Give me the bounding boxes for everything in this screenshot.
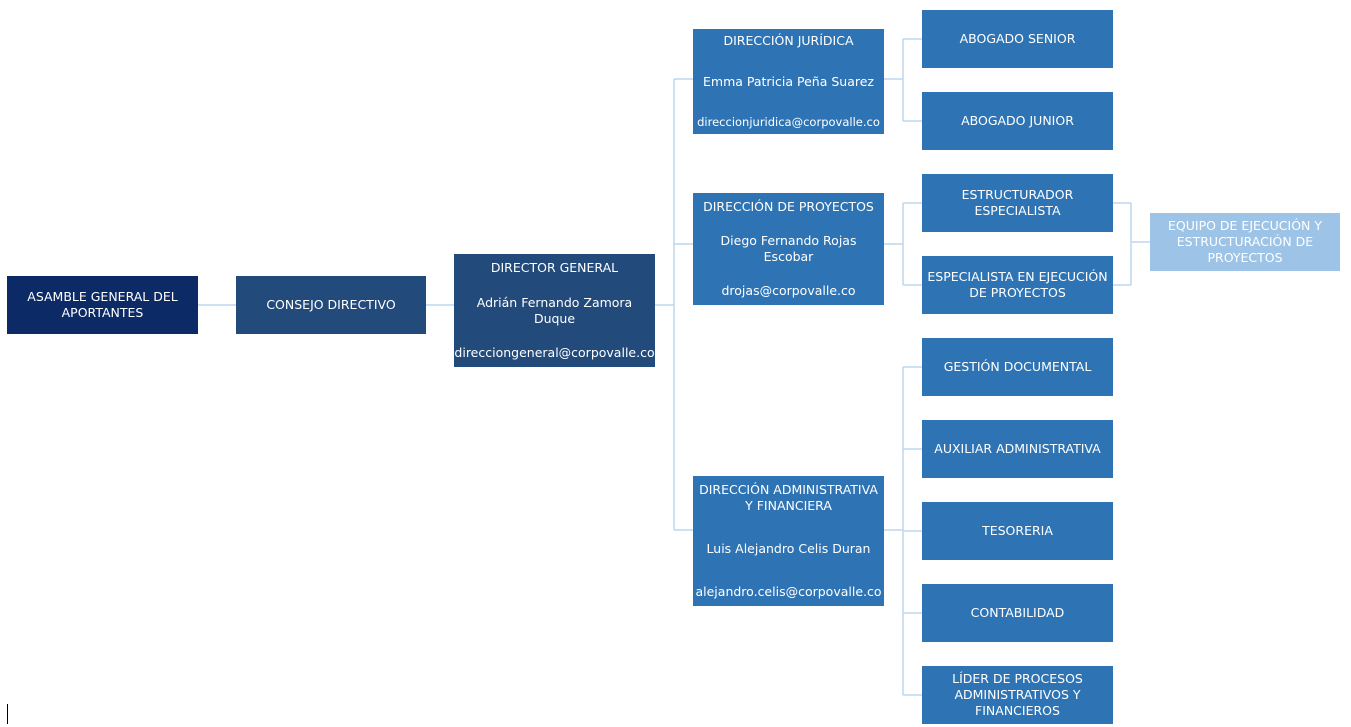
node-abogado-junior-label: ABOGADO JUNIOR bbox=[961, 113, 1074, 128]
node-tesoreria-label: TESORERIA bbox=[982, 523, 1053, 538]
node-estructurador-line2: ESPECIALISTA bbox=[974, 203, 1061, 218]
node-direccion-administrativa-title: DIRECCIÓN ADMINISTRATIVA Y FINANCIERA bbox=[699, 482, 878, 514]
node-auxiliar-administrativa: AUXILIAR ADMINISTRATIVA bbox=[922, 420, 1113, 478]
node-lider-line3: FINANCIEROS bbox=[975, 703, 1060, 718]
node-direccion-proyectos: DIRECCIÓN DE PROYECTOS Diego Fernando Ro… bbox=[693, 193, 884, 305]
node-especialista-ejecucion: ESPECIALISTA EN EJECUCIÓN DE PROYECTOS bbox=[922, 256, 1113, 314]
node-director-general: DIRECTOR GENERAL Adrián Fernando Zamora … bbox=[454, 254, 655, 367]
node-asamblea-line2: APORTANTES bbox=[61, 305, 144, 320]
node-gestion-documental-label: GESTIÓN DOCUMENTAL bbox=[943, 359, 1092, 374]
node-lider-line1: LÍDER DE PROCESOS bbox=[952, 671, 1083, 686]
node-direccion-juridica-email: direccionjuridica@corpovalle.co bbox=[697, 115, 880, 129]
node-asamblea: ASAMBLE GENERAL DEL APORTANTES bbox=[7, 276, 198, 334]
node-equipo-line3: PROYECTOS bbox=[1207, 250, 1283, 265]
node-direccion-administrativa-email: alejandro.celis@corpovalle.co bbox=[695, 584, 882, 599]
node-estructurador-line1: ESTRUCTURADOR bbox=[961, 187, 1074, 202]
node-direccion-juridica: DIRECCIÓN JURÍDICA Emma Patricia Peña Su… bbox=[693, 29, 884, 134]
node-contabilidad: CONTABILIDAD bbox=[922, 584, 1113, 642]
node-direccion-administrativa: DIRECCIÓN ADMINISTRATIVA Y FINANCIERA Lu… bbox=[693, 476, 884, 606]
node-direccion-administrativa-title-line2: Y FINANCIERA bbox=[745, 498, 832, 513]
node-direccion-proyectos-name: Diego Fernando Rojas Escobar bbox=[720, 233, 857, 264]
node-direccion-proyectos-title: DIRECCIÓN DE PROYECTOS bbox=[703, 199, 874, 214]
node-direccion-juridica-name: Emma Patricia Peña Suarez bbox=[703, 73, 874, 89]
node-gestion-documental: GESTIÓN DOCUMENTAL bbox=[922, 338, 1113, 396]
node-asamblea-line1: ASAMBLE GENERAL DEL bbox=[27, 289, 178, 304]
text-cursor bbox=[7, 704, 8, 724]
node-consejo-title: CONSEJO DIRECTIVO bbox=[266, 297, 396, 312]
node-equipo-ejecucion: EQUIPO DE EJECUCIÓN Y ESTRUCTURACIÓN DE … bbox=[1150, 213, 1340, 271]
node-director-general-title: DIRECTOR GENERAL bbox=[490, 260, 619, 275]
node-direccion-administrativa-name: Luis Alejandro Celis Duran bbox=[706, 541, 871, 556]
node-contabilidad-label: CONTABILIDAD bbox=[970, 605, 1065, 620]
node-tesoreria: TESORERIA bbox=[922, 502, 1113, 560]
node-equipo-line1: EQUIPO DE EJECUCIÓN Y bbox=[1168, 218, 1322, 233]
node-abogado-senior: ABOGADO SENIOR bbox=[922, 10, 1113, 68]
node-abogado-junior: ABOGADO JUNIOR bbox=[922, 92, 1113, 150]
node-estructurador-especialista: ESTRUCTURADOR ESPECIALISTA bbox=[922, 174, 1113, 232]
node-director-general-email: direcciongeneral@corpovalle.co bbox=[454, 345, 655, 360]
node-direccion-administrativa-title-line1: DIRECCIÓN ADMINISTRATIVA bbox=[699, 482, 878, 497]
node-especialista-line1: ESPECIALISTA EN EJECUCIÓN bbox=[927, 269, 1108, 284]
node-director-general-name: Adrián Fernando Zamora Duque bbox=[476, 294, 633, 326]
node-lider-procesos: LÍDER DE PROCESOS ADMINISTRATIVOS Y FINA… bbox=[922, 666, 1113, 724]
node-abogado-senior-label: ABOGADO SENIOR bbox=[959, 31, 1076, 46]
node-especialista-line2: DE PROYECTOS bbox=[969, 285, 1066, 300]
node-equipo-line2: ESTRUCTURACIÓN DE bbox=[1176, 234, 1314, 249]
node-consejo: CONSEJO DIRECTIVO bbox=[236, 276, 426, 334]
node-auxiliar-administrativa-label: AUXILIAR ADMINISTRATIVA bbox=[934, 441, 1101, 456]
node-direccion-proyectos-email: drojas@corpovalle.co bbox=[721, 283, 856, 298]
node-lider-line2: ADMINISTRATIVOS Y bbox=[954, 687, 1081, 702]
node-direccion-juridica-title: DIRECCIÓN JURÍDICA bbox=[723, 33, 854, 48]
